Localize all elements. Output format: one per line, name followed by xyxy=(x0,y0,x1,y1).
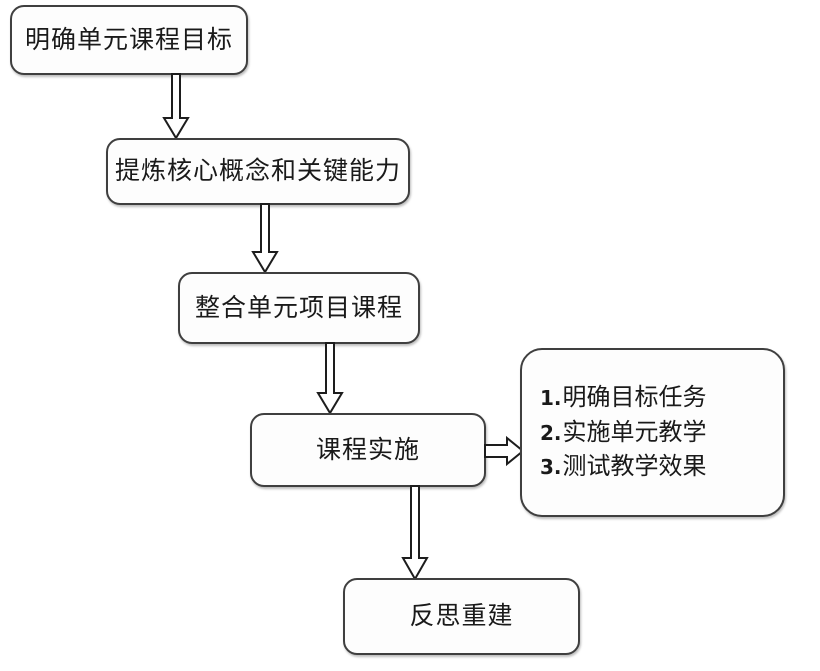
arrow-concepts-to-integrate xyxy=(251,203,279,274)
block-arrow-down-icon xyxy=(316,342,344,415)
node-curriculum-implementation[interactable]: 课程实施 xyxy=(250,413,486,487)
node-label: 整合单元项目课程 xyxy=(194,292,403,322)
arrow-implement-to-reflect xyxy=(401,485,429,582)
list-item-number: 3. xyxy=(540,455,562,480)
node-reflect-and-reconstruct[interactable]: 反思重建 xyxy=(343,578,580,655)
list-item: 1. 明确目标任务 xyxy=(540,382,707,411)
list-item-label: 测试教学效果 xyxy=(562,452,707,481)
block-arrow-right-icon xyxy=(484,435,525,467)
block-arrow-down-icon xyxy=(162,73,190,140)
arrow-implement-to-steps xyxy=(484,435,525,467)
node-implementation-steps[interactable]: 1. 明确目标任务 2. 实施单元教学 3. 测试教学效果 xyxy=(520,348,785,517)
list-item: 2. 实施单元教学 xyxy=(540,417,707,446)
node-label: 反思重建 xyxy=(409,601,514,631)
list-item-label: 实施单元教学 xyxy=(562,417,707,446)
node-label: 提炼核心概念和关键能力 xyxy=(114,156,401,186)
arrow-integrate-to-implement xyxy=(316,342,344,415)
list-item-label: 明确目标任务 xyxy=(562,382,707,411)
node-extract-core-concepts[interactable]: 提炼核心概念和关键能力 xyxy=(106,138,410,205)
list-item-number: 2. xyxy=(540,420,562,445)
arrow-objective-to-concepts xyxy=(162,73,190,140)
node-integrate-unit-project[interactable]: 整合单元项目课程 xyxy=(178,272,420,344)
list-item: 3. 测试教学效果 xyxy=(540,454,707,480)
node-label: 明确单元课程目标 xyxy=(24,24,233,54)
list-item-number: 1. xyxy=(540,385,562,410)
block-arrow-down-icon xyxy=(251,203,279,274)
node-label: 课程实施 xyxy=(315,434,420,464)
node-clarify-unit-objectives[interactable]: 明确单元课程目标 xyxy=(10,5,248,75)
block-arrow-down-icon xyxy=(401,485,429,582)
steps-list: 1. 明确目标任务 2. 实施单元教学 3. 测试教学效果 xyxy=(540,382,707,481)
